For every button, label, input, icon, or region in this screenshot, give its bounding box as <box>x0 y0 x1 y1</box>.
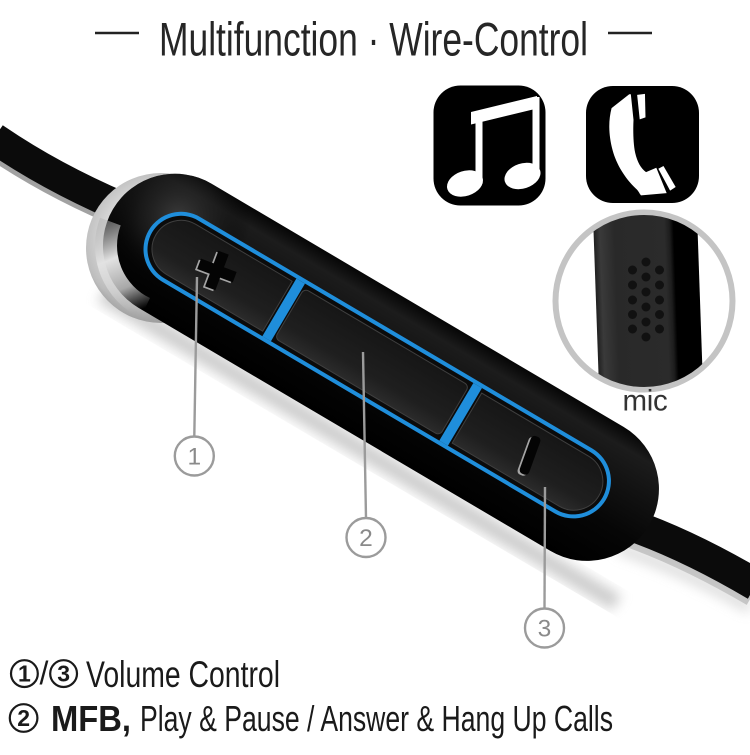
svg-text:MFB,: MFB, <box>51 698 131 739</box>
svg-text:/: / <box>40 655 49 691</box>
svg-text:1: 1 <box>18 661 31 687</box>
svg-text:2: 2 <box>17 705 30 731</box>
svg-text:mic: mic <box>623 385 668 418</box>
svg-text:3: 3 <box>538 616 552 643</box>
svg-text:Multifunction · Wire-Control: Multifunction · Wire-Control <box>159 13 588 66</box>
svg-text:2: 2 <box>359 525 373 552</box>
svg-text:3: 3 <box>57 661 70 687</box>
svg-text:1: 1 <box>187 444 201 471</box>
svg-text:Play & Pause / Answer & Hang U: Play & Pause / Answer & Hang Up Calls <box>140 698 613 739</box>
svg-text:Volume Control: Volume Control <box>86 654 280 695</box>
